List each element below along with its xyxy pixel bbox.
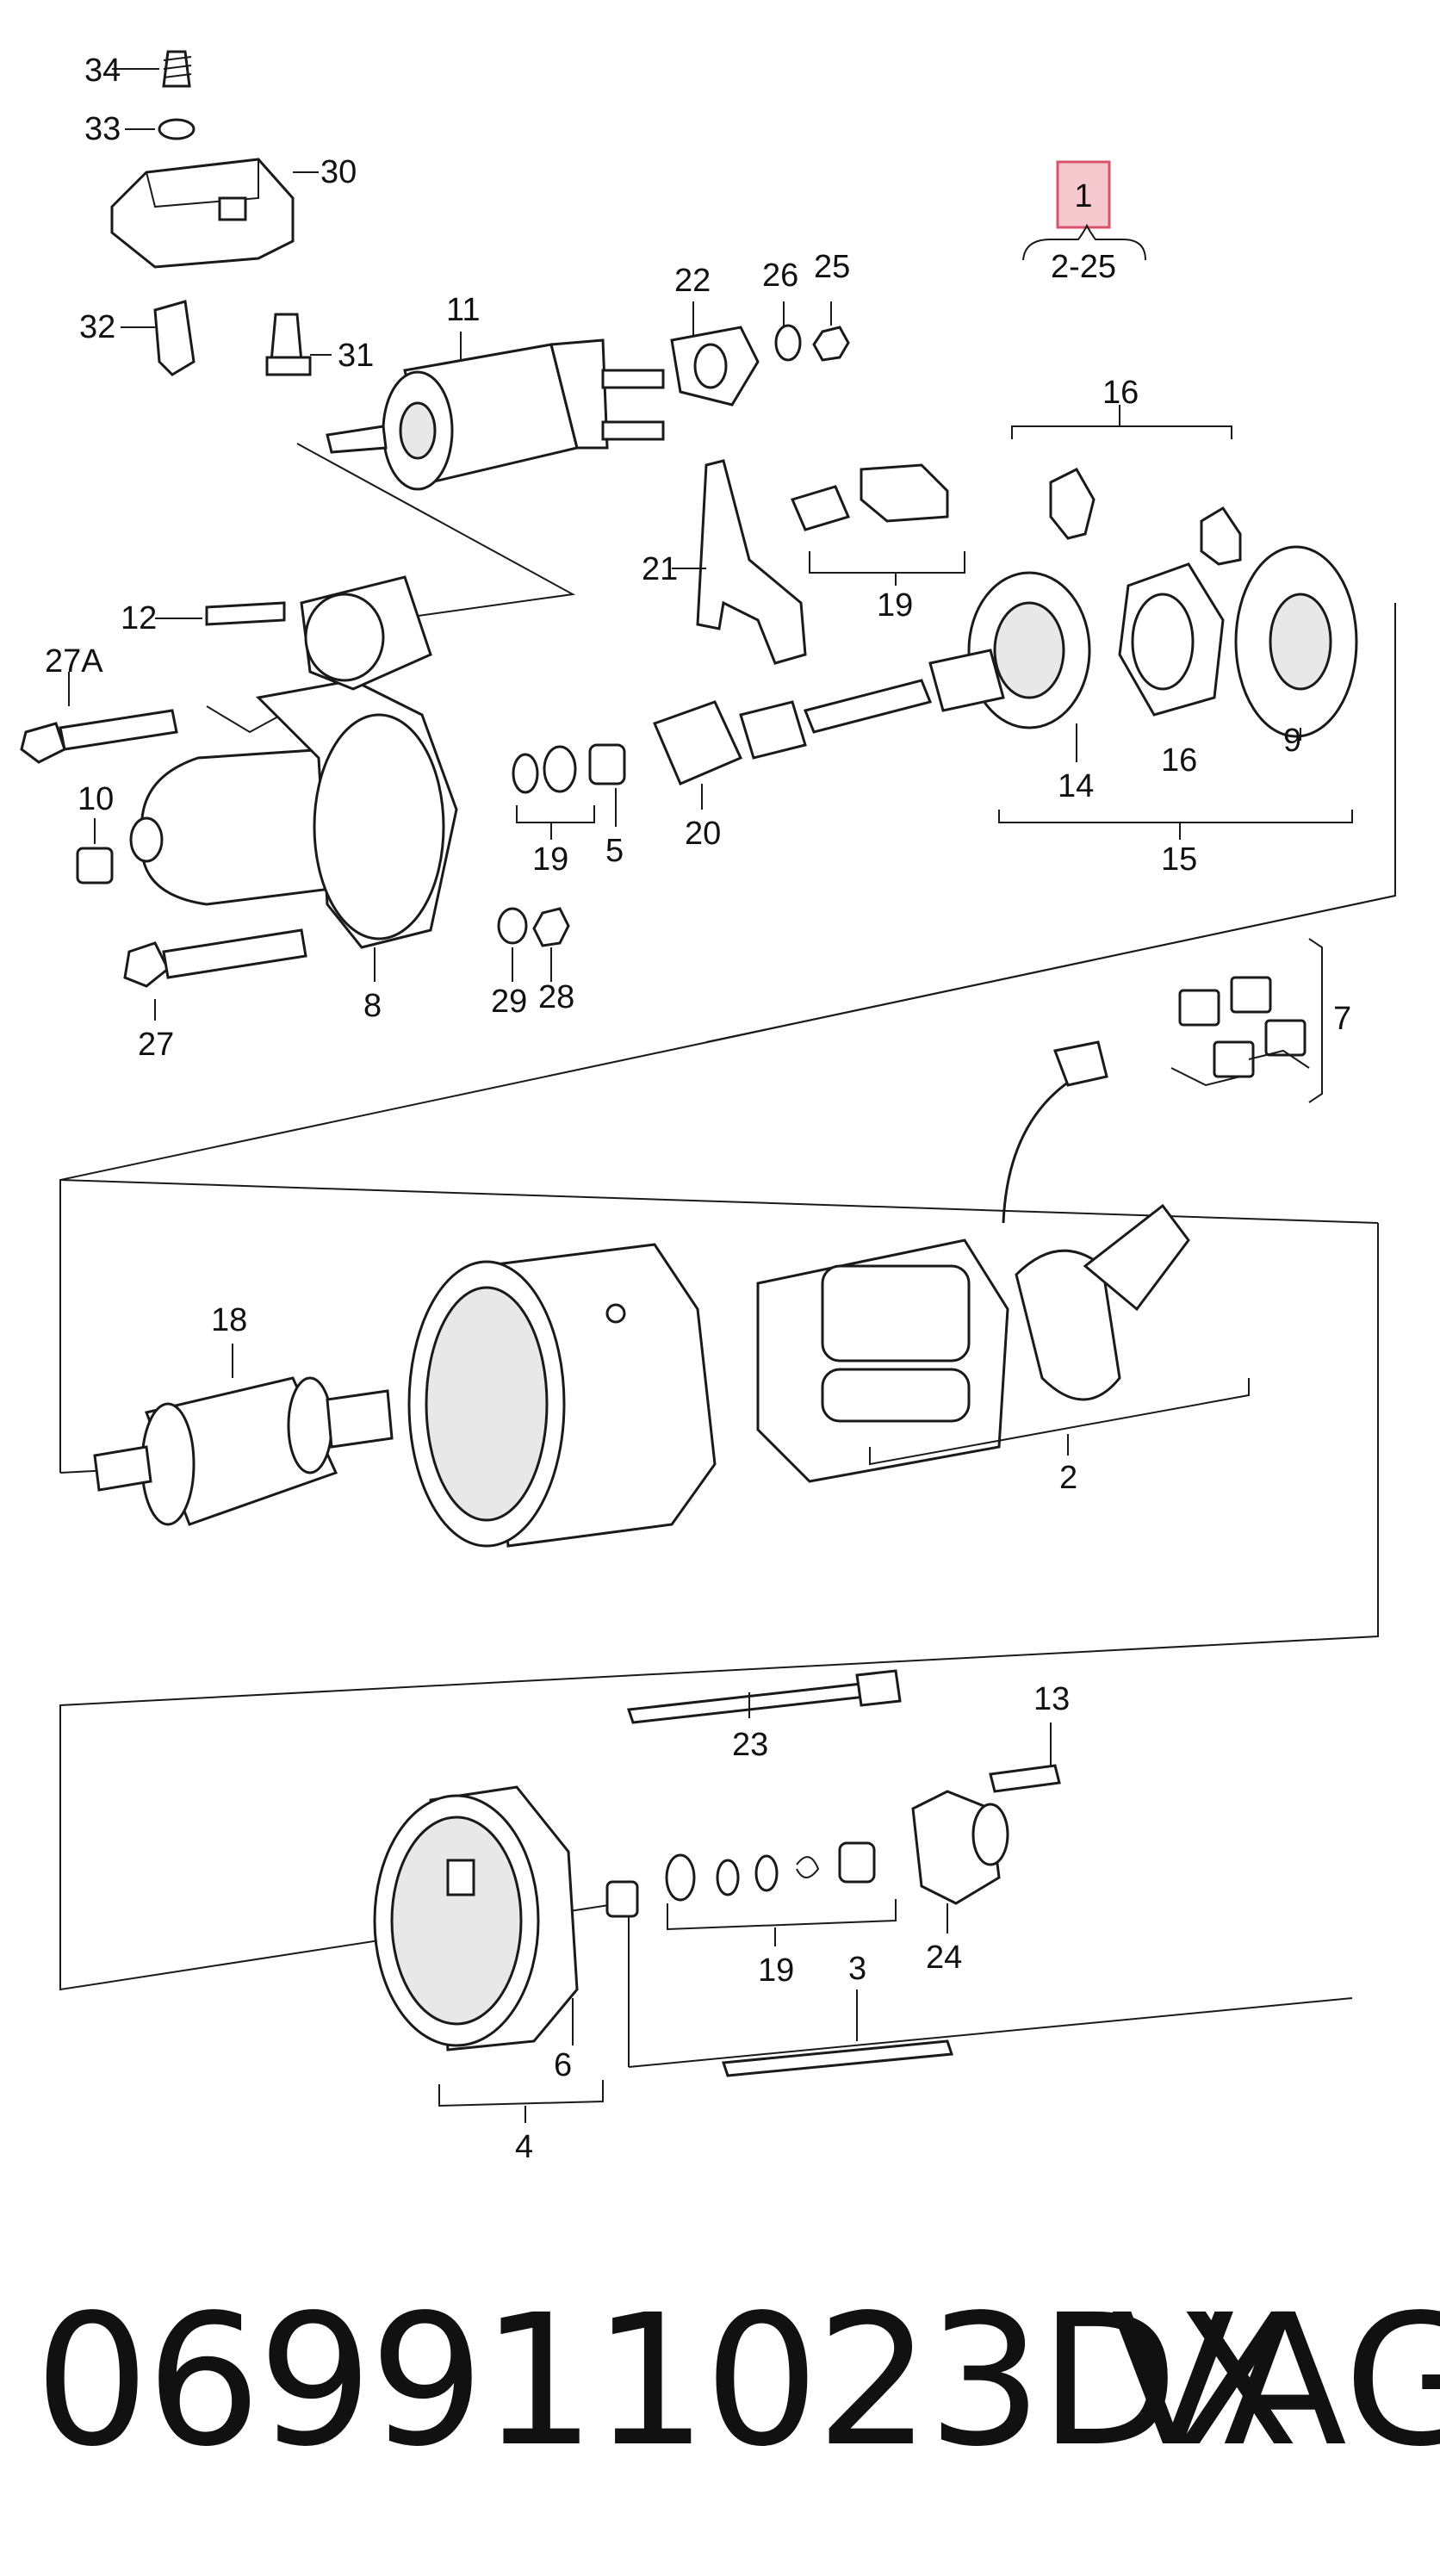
callout-21: 21 <box>642 551 678 587</box>
callout-23: 23 <box>732 1727 768 1763</box>
fork-lever-part <box>696 459 807 665</box>
callout-32: 32 <box>79 309 115 345</box>
callout-19-top: 19 <box>877 587 913 624</box>
solenoid-part <box>326 338 665 491</box>
callout-22: 22 <box>674 263 711 299</box>
callout-28: 28 <box>538 979 574 1015</box>
part-number: 069911023DX <box>34 2275 1299 2486</box>
drive-housing-part <box>129 575 458 949</box>
callout-27: 27 <box>138 1027 174 1063</box>
callout-33: 33 <box>84 111 121 147</box>
brush-set <box>1170 976 1310 1087</box>
armature-part <box>93 1376 394 1526</box>
callout-labels: 1 2-25 34 33 30 32 31 11 22 26 25 21 19 … <box>45 53 1351 2165</box>
callout-29: 29 <box>491 984 527 1020</box>
callout-27a: 27A <box>45 643 103 680</box>
clutch-and-bushings-mid <box>497 649 1005 947</box>
field-winding-part <box>756 1040 1190 1483</box>
brand-name: VAG <box>1111 2275 1440 2486</box>
callout-19-mid: 19 <box>532 841 568 878</box>
bushing-set-top <box>790 463 949 531</box>
callout-34: 34 <box>84 53 121 89</box>
callout-6: 6 <box>554 2047 572 2083</box>
commutator-end-part <box>373 1785 954 2077</box>
callout-7: 7 <box>1333 1001 1351 1037</box>
callout-13: 13 <box>1033 1681 1070 1717</box>
callout-8: 8 <box>363 988 382 1024</box>
terminal-cover-group <box>110 50 312 376</box>
yoke-housing-part <box>407 1243 717 1548</box>
callout-14: 14 <box>1058 768 1094 804</box>
callout-20: 20 <box>685 816 721 852</box>
callout-25: 25 <box>814 249 850 285</box>
tie-rod-and-bearing-cap <box>626 1669 1061 1905</box>
lever-pin-washer-nut <box>670 324 850 407</box>
callout-4: 4 <box>515 2129 533 2165</box>
callout-19-bottom: 19 <box>758 1952 794 1989</box>
callout-2-25: 2-25 <box>1051 249 1116 285</box>
callout-1: 1 <box>1074 178 1092 214</box>
callout-15: 15 <box>1161 841 1197 878</box>
callout-12: 12 <box>121 600 157 636</box>
callout-10: 10 <box>78 781 114 817</box>
callout-5: 5 <box>605 833 624 869</box>
bolts-group <box>20 601 307 988</box>
callout-30: 30 <box>320 154 357 190</box>
callout-3: 3 <box>848 1951 866 1987</box>
leader-lines <box>68 68 1353 2123</box>
callout-18: 18 <box>211 1302 247 1338</box>
callout-16-top: 16 <box>1102 375 1139 411</box>
callout-1-highlight[interactable] <box>1022 160 1146 261</box>
callout-2: 2 <box>1059 1460 1077 1496</box>
callout-11: 11 <box>446 292 480 328</box>
drive-end-group <box>967 468 1358 738</box>
callout-9: 9 <box>1283 723 1301 759</box>
callout-26: 26 <box>762 258 798 294</box>
callout-16-mid: 16 <box>1161 742 1197 779</box>
callout-24: 24 <box>926 1940 962 1976</box>
callout-31: 31 <box>338 338 374 374</box>
